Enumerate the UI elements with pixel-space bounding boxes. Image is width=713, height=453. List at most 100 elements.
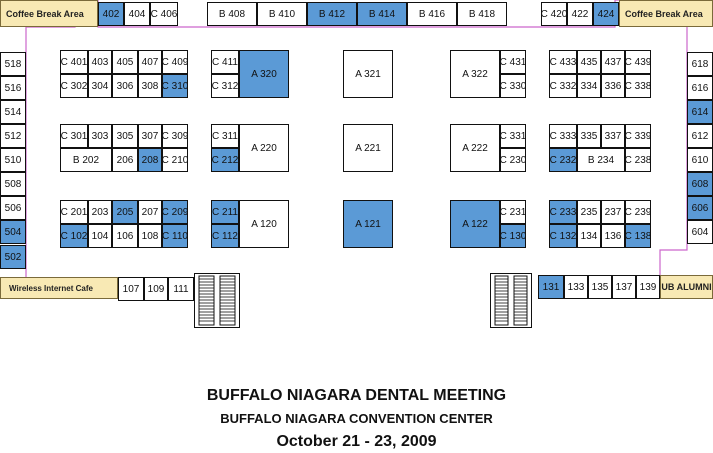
booth-205: 205 <box>112 200 138 224</box>
booth-c-112: C 112 <box>211 224 239 248</box>
booth-435: 435 <box>577 50 601 74</box>
booth-c-431: C 431 <box>500 50 526 74</box>
booth-c-409: C 409 <box>162 50 188 74</box>
booth-c-411: C 411 <box>211 50 239 74</box>
booth-b-234: B 234 <box>577 148 625 172</box>
stairs-lane <box>219 275 236 326</box>
booth-c-331: C 331 <box>500 124 526 148</box>
booth-b-418: B 418 <box>457 2 507 26</box>
booth-422: 422 <box>567 2 593 26</box>
booth-506: 506 <box>0 196 26 220</box>
booth-306: 306 <box>112 74 138 98</box>
booth-504: 504 <box>0 220 26 244</box>
booth-c-209: C 209 <box>162 200 188 224</box>
booth-137: 137 <box>612 275 636 299</box>
booth-207: 207 <box>138 200 162 224</box>
booth-a-321: A 321 <box>343 50 393 98</box>
stairs-right <box>490 273 532 328</box>
booth-c-406: C 406 <box>150 2 178 26</box>
booth-134: 134 <box>577 224 601 248</box>
stairs-lane <box>494 275 509 326</box>
area-coffee-left: Coffee Break Area <box>0 0 98 27</box>
area-coffee-right: Coffee Break Area <box>619 0 713 27</box>
booth-c-230: C 230 <box>500 148 526 172</box>
booth-b-408: B 408 <box>207 2 257 26</box>
area-ub-alumni: UB ALUMNI <box>660 275 713 299</box>
booth-c-420: C 420 <box>541 2 567 26</box>
booth-305: 305 <box>112 124 138 148</box>
booth-203: 203 <box>88 200 112 224</box>
booth-518: 518 <box>0 52 26 76</box>
booth-502: 502 <box>0 245 26 269</box>
booth-335: 335 <box>577 124 601 148</box>
booth-303: 303 <box>88 124 112 148</box>
booth-c-332: C 332 <box>549 74 577 98</box>
booth-424: 424 <box>593 2 619 26</box>
booth-135: 135 <box>588 275 612 299</box>
booth-c-239: C 239 <box>625 200 651 224</box>
booth-336: 336 <box>601 74 625 98</box>
booth-337: 337 <box>601 124 625 148</box>
booth-403: 403 <box>88 50 112 74</box>
stairs-left <box>194 273 240 328</box>
booth-206: 206 <box>112 148 138 172</box>
booth-c-138: C 138 <box>625 224 651 248</box>
wall-outline <box>25 0 688 288</box>
booth-510: 510 <box>0 148 26 172</box>
booth-c-233: C 233 <box>549 200 577 224</box>
booth-405: 405 <box>112 50 138 74</box>
stairs-lane <box>198 275 215 326</box>
booth-a-220: A 220 <box>239 124 289 172</box>
booth-516: 516 <box>0 76 26 100</box>
booth-c-210: C 210 <box>162 148 188 172</box>
booth-407: 407 <box>138 50 162 74</box>
booth-c-301: C 301 <box>60 124 88 148</box>
booth-133: 133 <box>564 275 588 299</box>
booth-c-231: C 231 <box>500 200 526 224</box>
event-title: BUFFALO NIAGARA DENTAL MEETING <box>206 387 507 404</box>
booth-334: 334 <box>577 74 601 98</box>
area-wifi: Wireless Internet Cafe <box>0 277 118 299</box>
venue-title: BUFFALO NIAGARA CONVENTION CENTER <box>220 411 493 426</box>
booth-c-302: C 302 <box>60 74 88 98</box>
booth-a-222: A 222 <box>450 124 500 172</box>
booth-402: 402 <box>98 2 124 26</box>
booth-a-322: A 322 <box>450 50 500 98</box>
booth-235: 235 <box>577 200 601 224</box>
stairs-frame <box>490 273 532 328</box>
booth-c-212: C 212 <box>211 148 239 172</box>
booth-106: 106 <box>112 224 138 248</box>
booth-c-312: C 312 <box>211 74 239 98</box>
booth-308: 308 <box>138 74 162 98</box>
booth-c-311: C 311 <box>211 124 239 148</box>
booth-139: 139 <box>636 275 660 299</box>
booth-c-130: C 130 <box>500 224 526 248</box>
booth-307: 307 <box>138 124 162 148</box>
booth-b-414: B 414 <box>357 2 407 26</box>
booth-c-333: C 333 <box>549 124 577 148</box>
booth-606: 606 <box>687 196 713 220</box>
booth-c-110: C 110 <box>162 224 188 248</box>
booth-c-211: C 211 <box>211 200 239 224</box>
booth-237: 237 <box>601 200 625 224</box>
booth-508: 508 <box>0 172 26 196</box>
booth-b-202: B 202 <box>60 148 112 172</box>
booth-618: 618 <box>687 52 713 76</box>
booth-131: 131 <box>538 275 564 299</box>
booth-404: 404 <box>124 2 150 26</box>
booth-512: 512 <box>0 124 26 148</box>
booth-109: 109 <box>144 277 168 301</box>
booth-c-232: C 232 <box>549 148 577 172</box>
booth-c-238: C 238 <box>625 148 651 172</box>
booth-c-132: C 132 <box>549 224 577 248</box>
stairs-frame <box>194 273 240 328</box>
booth-616: 616 <box>687 76 713 100</box>
booth-107: 107 <box>118 277 144 301</box>
booth-c-433: C 433 <box>549 50 577 74</box>
booth-a-120: A 120 <box>239 200 289 248</box>
booth-604: 604 <box>687 220 713 244</box>
booth-a-221: A 221 <box>343 124 393 172</box>
booth-437: 437 <box>601 50 625 74</box>
booth-608: 608 <box>687 172 713 196</box>
